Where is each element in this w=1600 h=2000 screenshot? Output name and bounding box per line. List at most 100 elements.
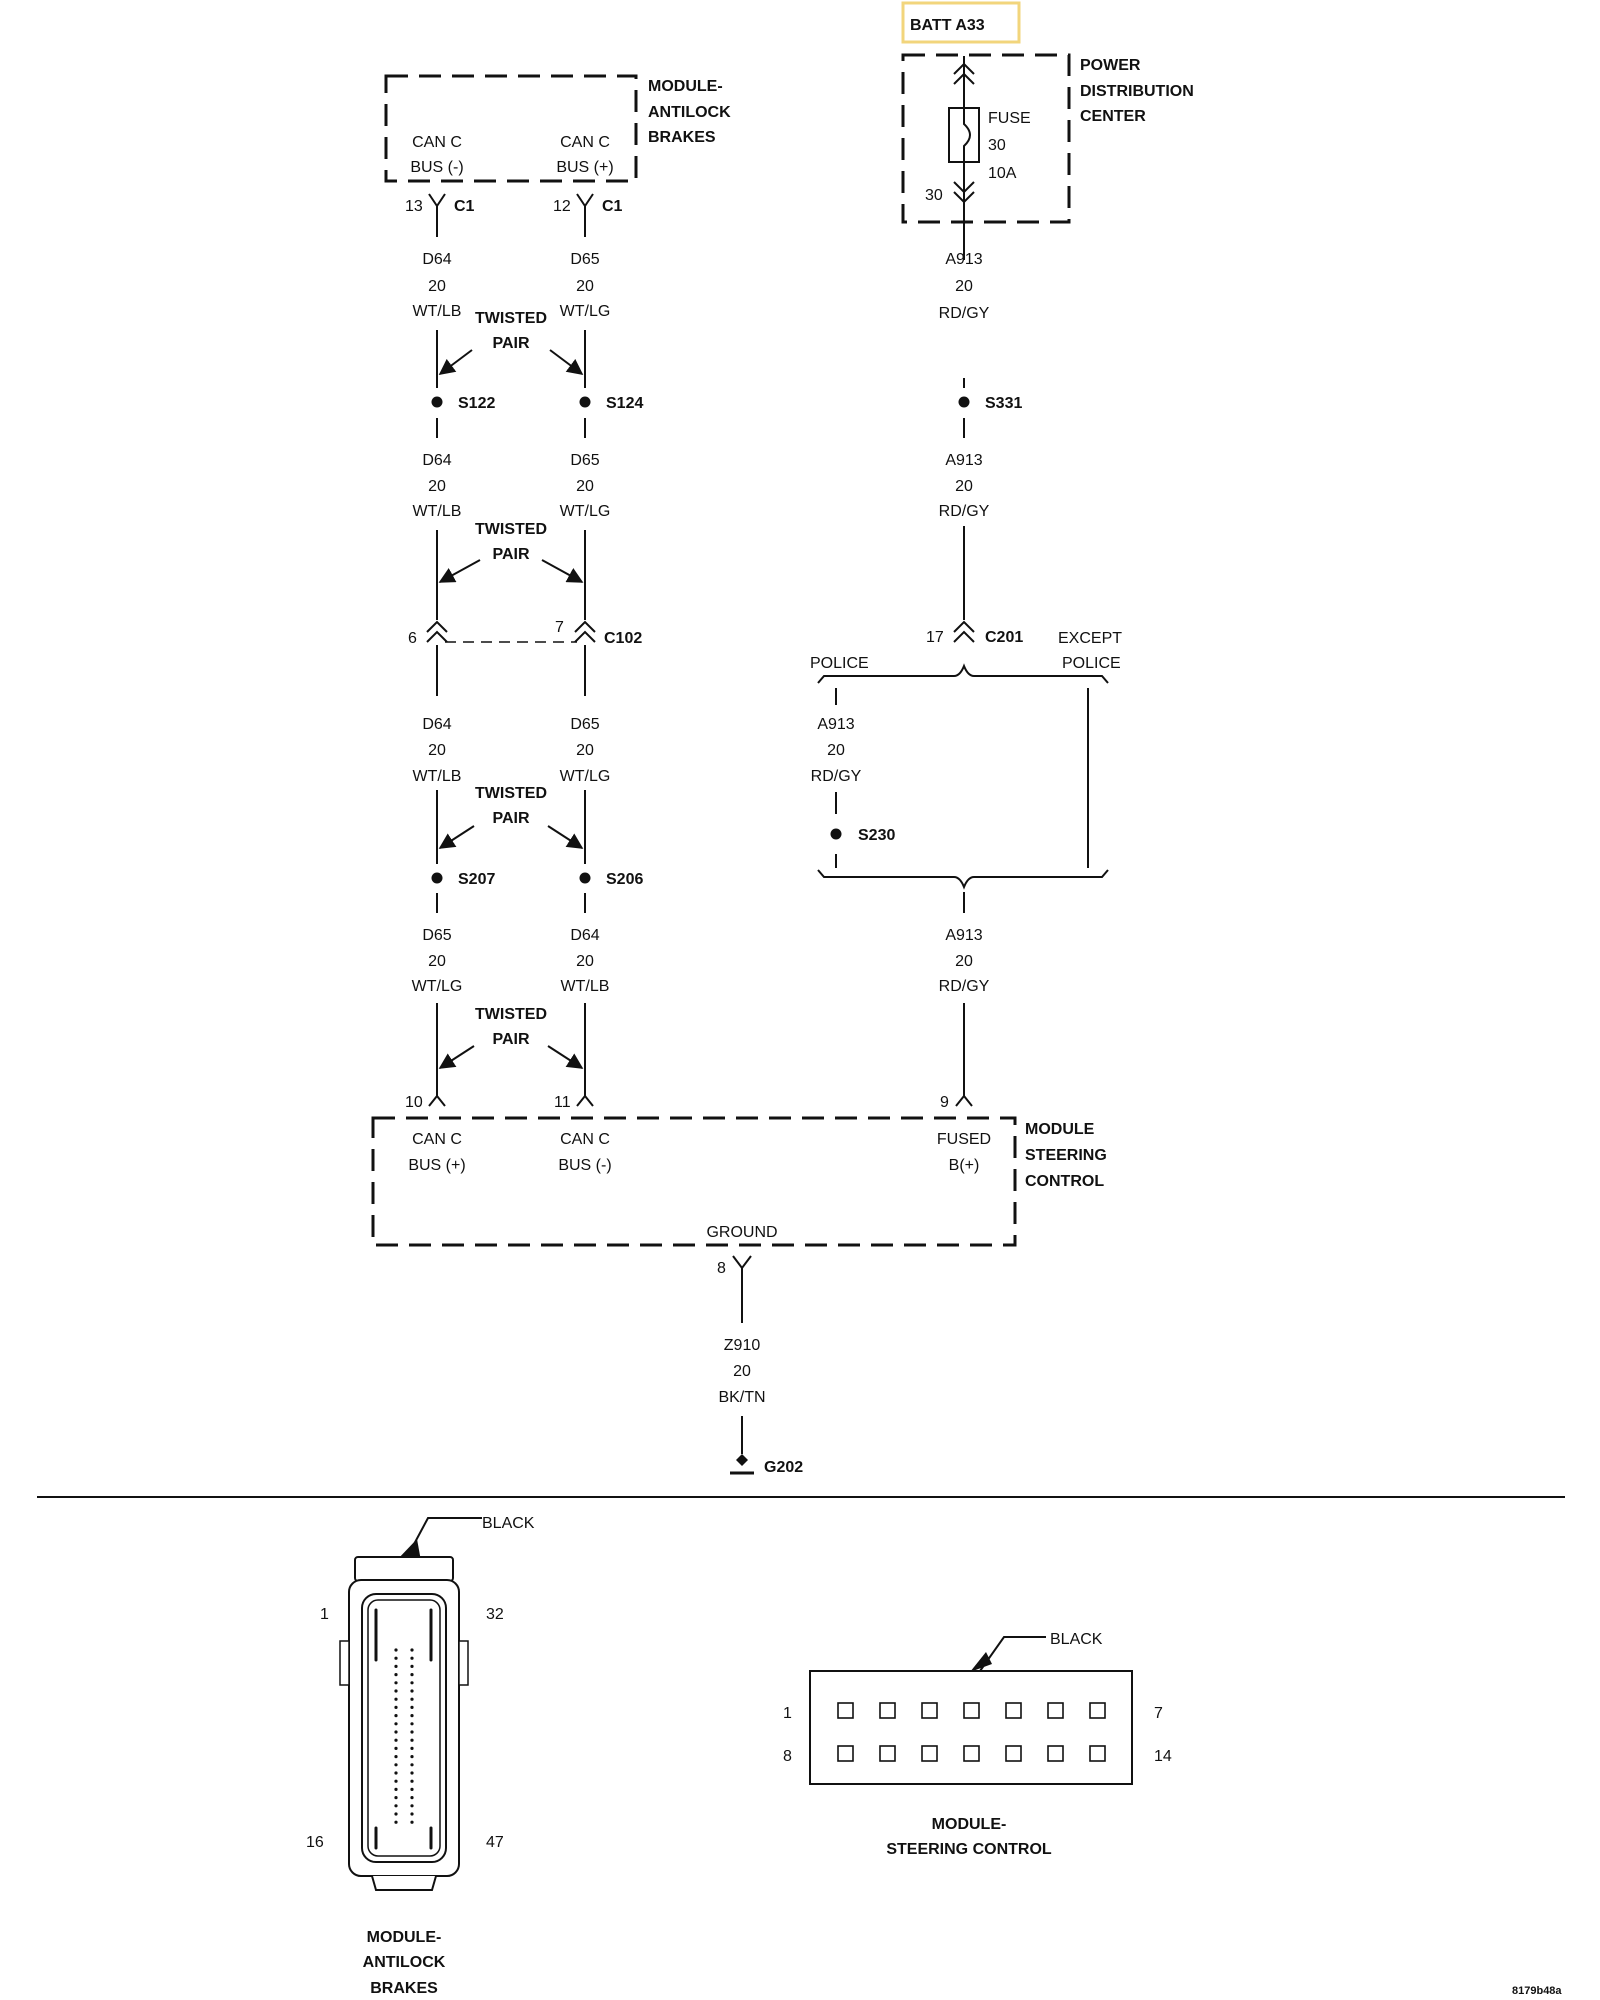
wire-r2-circuit: D65 xyxy=(570,452,599,469)
wire-l2-circuit: D64 xyxy=(422,452,451,469)
abs-pin-cavity xyxy=(410,1705,414,1709)
twisted-pair-3b: PAIR xyxy=(492,810,529,827)
abs-pin-can-left-2: BUS (-) xyxy=(410,159,463,176)
wire-l2-gauge: 20 xyxy=(428,478,446,495)
figure-id: 8179b48a xyxy=(1512,1985,1562,1997)
twisted-pair-1a: TWISTED xyxy=(475,310,547,327)
wire-r3-gauge: 20 xyxy=(576,742,594,759)
wire-l1-color: WT/LB xyxy=(413,303,462,320)
c102-left-pin: 6 xyxy=(408,630,417,647)
wire-a4-gauge: 20 xyxy=(955,953,973,970)
wire-l3-circuit: D64 xyxy=(422,716,451,733)
ground-name: G202 xyxy=(764,1459,803,1476)
abs-pin-cavity xyxy=(394,1804,398,1808)
scm-pin-cavity xyxy=(879,1745,896,1762)
wire-r2-gauge: 20 xyxy=(576,478,594,495)
twisted-pair-4a: TWISTED xyxy=(475,1006,547,1023)
abs-pin-cavity xyxy=(394,1779,398,1783)
scm-view-caption-1: MODULE- xyxy=(932,1816,1007,1833)
pdc-title-3: CENTER xyxy=(1080,108,1146,125)
wire-l1-gauge: 20 xyxy=(428,278,446,295)
wire-r4-gauge: 20 xyxy=(576,953,594,970)
wire-l4-color: WT/LG xyxy=(412,978,463,995)
abs-pin-cavity xyxy=(394,1820,398,1824)
wire-r4-color: WT/LB xyxy=(561,978,610,995)
abs-pin-cavity xyxy=(410,1763,414,1767)
fuse-label: FUSE xyxy=(988,110,1031,127)
scm-pin-cavity xyxy=(879,1702,896,1719)
splice-s124 xyxy=(579,396,591,408)
wire-a2-circuit: A913 xyxy=(945,452,982,469)
scm-pin-cavity xyxy=(1005,1702,1022,1719)
scm-view-caption-2: STEERING CONTROL xyxy=(886,1841,1052,1858)
scm-pin-left-1: CAN C xyxy=(412,1131,462,1148)
abs-pin-cavity xyxy=(410,1714,414,1718)
abs-pin-cavity xyxy=(394,1681,398,1685)
scm-pin-cavity xyxy=(1047,1745,1064,1762)
scm-ground-label: GROUND xyxy=(706,1224,777,1241)
c1-left-pin: 13 xyxy=(405,198,423,215)
scm-pin-right-1: FUSED xyxy=(937,1131,991,1148)
twisted-pair-1b: PAIR xyxy=(492,335,529,352)
wire-r3-color: WT/LG xyxy=(560,768,611,785)
pdc-title-1: POWER xyxy=(1080,57,1141,74)
scm-view-color: BLACK xyxy=(1050,1631,1103,1648)
abs-pin-cavity xyxy=(394,1787,398,1791)
c1-right-name: C1 xyxy=(602,198,623,215)
ground-symbol-icon xyxy=(736,1454,748,1466)
wire-r1-color: WT/LG xyxy=(560,303,611,320)
c201-name: C201 xyxy=(985,629,1023,646)
abs-pin-cavity xyxy=(410,1664,414,1668)
scm-pin-mid-2: BUS (-) xyxy=(558,1157,611,1174)
wire-z-gauge: 20 xyxy=(733,1363,751,1380)
abs-pin-cavity xyxy=(394,1763,398,1767)
abs-pin-cavity xyxy=(410,1697,414,1701)
scm-view-pin-1: 1 xyxy=(783,1705,792,1722)
twisted-pair-4b: PAIR xyxy=(492,1031,529,1048)
abs-pin-cavity xyxy=(410,1804,414,1808)
fuse-number: 30 xyxy=(988,137,1006,154)
abs-pin-cavity xyxy=(394,1697,398,1701)
wire-a1-color: RD/GY xyxy=(939,305,990,322)
abs-view-caption-3: BRAKES xyxy=(370,1980,438,1997)
abs-pin-cavity xyxy=(410,1689,414,1693)
abs-pin-cavity xyxy=(410,1820,414,1824)
wire-l4-circuit: D65 xyxy=(422,927,451,944)
option-except-police-2: POLICE xyxy=(1062,655,1121,672)
wire-l1-circuit: D64 xyxy=(422,251,451,268)
batt-label-box xyxy=(901,1,1021,44)
wire-a2-color: RD/GY xyxy=(939,503,990,520)
abs-view-pin-1: 1 xyxy=(320,1606,329,1623)
abs-pin-cavity xyxy=(394,1705,398,1709)
ground-pin-8: 8 xyxy=(717,1260,726,1277)
abs-pin-cavity xyxy=(410,1648,414,1652)
batt-label: BATT A33 xyxy=(910,17,985,34)
abs-module-title-1: MODULE- xyxy=(648,78,723,95)
splice-s230-label: S230 xyxy=(858,827,895,844)
abs-pin-cavity xyxy=(410,1722,414,1726)
splice-s331-label: S331 xyxy=(985,395,1022,412)
scm-pin-cavity xyxy=(1005,1745,1022,1762)
scm-pin-left-2: BUS (+) xyxy=(408,1157,465,1174)
wire-z-color: BK/TN xyxy=(718,1389,765,1406)
wire-z-circuit: Z910 xyxy=(724,1337,761,1354)
abs-pin-cavity xyxy=(394,1812,398,1816)
wire-a1-circuit: A913 xyxy=(945,251,982,268)
splice-s207 xyxy=(431,872,443,884)
splice-s122 xyxy=(431,396,443,408)
splice-s206 xyxy=(579,872,591,884)
abs-pin-cavity xyxy=(394,1722,398,1726)
abs-pin-cavity xyxy=(410,1738,414,1742)
wire-l3-color: WT/LB xyxy=(413,768,462,785)
abs-view-caption-1: MODULE- xyxy=(367,1929,442,1946)
wire-l2-color: WT/LB xyxy=(413,503,462,520)
abs-pin-cavity xyxy=(394,1714,398,1718)
abs-connector-view: BLACK 1 32 16 47 MODULE- ANTILOCK BRAKES xyxy=(306,1515,535,1997)
abs-pin-cavity xyxy=(410,1730,414,1734)
wire-a4-color: RD/GY xyxy=(939,978,990,995)
scm-pin-10: 10 xyxy=(405,1094,423,1111)
abs-pin-cavity xyxy=(394,1771,398,1775)
wire-l3-gauge: 20 xyxy=(428,742,446,759)
wire-r1-gauge: 20 xyxy=(576,278,594,295)
pdc-box xyxy=(901,53,1071,224)
